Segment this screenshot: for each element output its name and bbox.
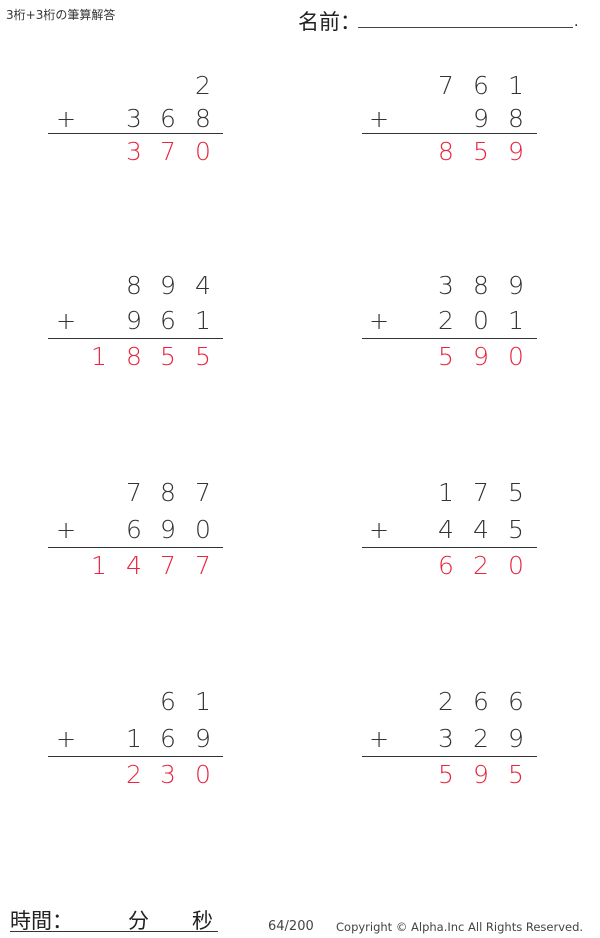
addend-top-digit: 9 <box>160 271 176 300</box>
sum-rule-line <box>362 756 537 757</box>
plus-sign: + <box>368 307 390 335</box>
copyright-notice: Copyright © Alpha.Inc All Rights Reserve… <box>336 920 584 934</box>
name-label: 名前： <box>298 10 361 34</box>
addend-bottom-digit: 6 <box>160 306 176 335</box>
answer-digit: 0 <box>195 137 211 166</box>
addend-top-digit: 2 <box>195 71 211 100</box>
addend-top-digit: 5 <box>508 478 524 507</box>
addend-bottom-digit: 6 <box>126 515 142 544</box>
answer-digit: 1 <box>91 551 107 580</box>
sum-rule-line <box>48 756 223 757</box>
addend-top-digit: 8 <box>160 478 176 507</box>
answer-digit: 5 <box>508 760 524 789</box>
addend-bottom-digit: 9 <box>195 724 211 753</box>
addend-bottom-digit: 5 <box>508 515 524 544</box>
addend-top-digit: 1 <box>195 687 211 716</box>
plus-sign: + <box>55 307 77 335</box>
addend-bottom-digit: 9 <box>160 515 176 544</box>
answer-digit: 0 <box>195 760 211 789</box>
answer-digit: 9 <box>508 137 524 166</box>
plus-sign: + <box>368 725 390 753</box>
addend-top-digit: 1 <box>438 478 454 507</box>
answer-digit: 5 <box>438 342 454 371</box>
answer-digit: 5 <box>195 342 211 371</box>
sum-rule-line <box>48 133 223 134</box>
sum-rule-line <box>362 338 537 339</box>
addend-bottom-digit: 4 <box>438 515 454 544</box>
plus-sign: + <box>55 725 77 753</box>
name-field[interactable] <box>358 27 573 28</box>
minutes-label: 分 <box>128 909 149 933</box>
plus-sign: + <box>368 105 390 133</box>
name-trailing-dot: . <box>574 14 579 30</box>
addend-top-digit: 7 <box>438 71 454 100</box>
addend-bottom-digit: 8 <box>508 104 524 133</box>
answer-digit: 8 <box>126 342 142 371</box>
addend-bottom-digit: 0 <box>195 515 211 544</box>
answer-digit: 4 <box>126 551 142 580</box>
answer-digit: 5 <box>473 137 489 166</box>
addend-top-digit: 1 <box>508 71 524 100</box>
answer-digit: 8 <box>438 137 454 166</box>
addend-bottom-digit: 9 <box>508 724 524 753</box>
addend-bottom-digit: 1 <box>508 306 524 335</box>
answer-digit: 7 <box>160 137 176 166</box>
answer-digit: 7 <box>195 551 211 580</box>
answer-digit: 0 <box>508 342 524 371</box>
addend-bottom-digit: 0 <box>473 306 489 335</box>
addend-bottom-digit: 1 <box>195 306 211 335</box>
sum-rule-line <box>48 547 223 548</box>
answer-digit: 5 <box>438 760 454 789</box>
addend-bottom-digit: 3 <box>438 724 454 753</box>
answer-digit: 5 <box>160 342 176 371</box>
seconds-label: 秒 <box>192 909 213 933</box>
addend-top-digit: 9 <box>508 271 524 300</box>
answer-digit: 6 <box>438 551 454 580</box>
addend-top-digit: 7 <box>195 478 211 507</box>
addend-top-digit: 8 <box>473 271 489 300</box>
addend-bottom-digit: 9 <box>473 104 489 133</box>
addend-bottom-digit: 2 <box>438 306 454 335</box>
plus-sign: + <box>55 516 77 544</box>
sum-rule-line <box>362 133 537 134</box>
time-field[interactable] <box>10 931 218 932</box>
addend-bottom-digit: 1 <box>126 724 142 753</box>
addend-top-digit: 6 <box>473 687 489 716</box>
addend-top-digit: 2 <box>438 687 454 716</box>
sum-rule-line <box>48 338 223 339</box>
addend-top-digit: 7 <box>126 478 142 507</box>
addend-bottom-digit: 8 <box>195 104 211 133</box>
sum-rule-line <box>362 547 537 548</box>
plus-sign: + <box>368 516 390 544</box>
addend-bottom-digit: 6 <box>160 104 176 133</box>
answer-digit: 0 <box>508 551 524 580</box>
addend-bottom-digit: 3 <box>126 104 142 133</box>
worksheet-title: 3桁+3桁の筆算解答 <box>6 8 116 22</box>
answer-digit: 3 <box>126 137 142 166</box>
addend-top-digit: 4 <box>195 271 211 300</box>
addend-top-digit: 6 <box>508 687 524 716</box>
addend-top-digit: 6 <box>160 687 176 716</box>
answer-digit: 1 <box>91 342 107 371</box>
answer-digit: 9 <box>473 760 489 789</box>
page-number: 64/200 <box>268 919 314 934</box>
addend-top-digit: 3 <box>438 271 454 300</box>
addend-top-digit: 7 <box>473 478 489 507</box>
time-label: 時間： <box>10 909 73 933</box>
addend-bottom-digit: 6 <box>160 724 176 753</box>
addend-top-digit: 8 <box>126 271 142 300</box>
addend-bottom-digit: 9 <box>126 306 142 335</box>
answer-digit: 3 <box>160 760 176 789</box>
plus-sign: + <box>55 105 77 133</box>
answer-digit: 9 <box>473 342 489 371</box>
addend-bottom-digit: 2 <box>473 724 489 753</box>
addend-top-digit: 6 <box>473 71 489 100</box>
answer-digit: 7 <box>160 551 176 580</box>
addend-bottom-digit: 4 <box>473 515 489 544</box>
answer-digit: 2 <box>126 760 142 789</box>
answer-digit: 2 <box>473 551 489 580</box>
